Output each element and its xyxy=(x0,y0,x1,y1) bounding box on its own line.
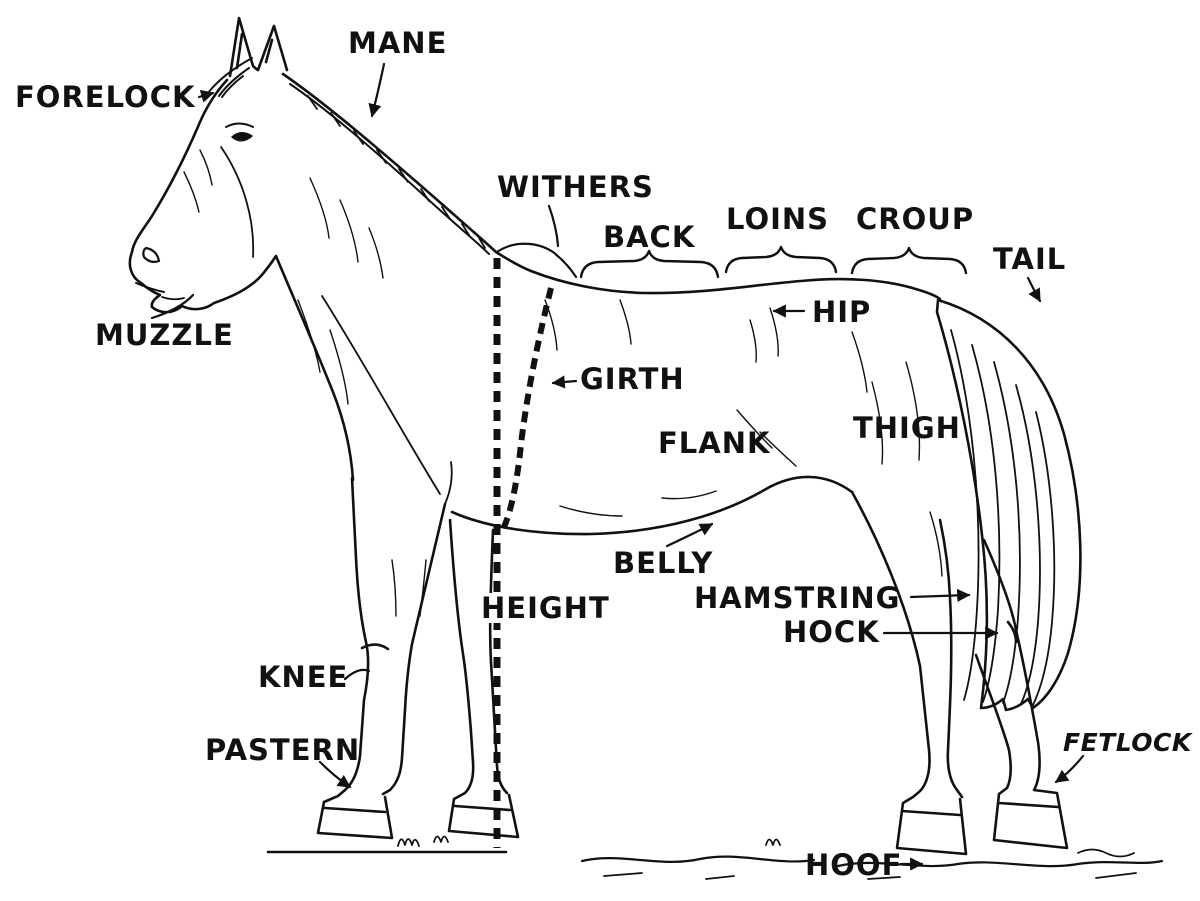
label-hamstring: HAMSTRING xyxy=(694,581,901,615)
grass-tufts xyxy=(397,835,781,847)
loins-brace xyxy=(724,245,838,274)
withers-pointer xyxy=(547,204,560,248)
cheek-line xyxy=(220,146,255,258)
pastern-arrow xyxy=(318,760,352,789)
label-withers: WITHERS xyxy=(497,170,654,204)
label-loins: LOINS xyxy=(726,202,830,236)
label-thigh: THIGH xyxy=(853,411,961,445)
shoulder-line xyxy=(321,295,441,495)
ground-dashes xyxy=(603,872,1137,880)
brow-line xyxy=(225,122,254,128)
mane-braid-strokes xyxy=(307,95,486,249)
shading-strokes xyxy=(183,149,943,617)
ground-squiggle-2 xyxy=(836,859,1164,868)
label-hock: HOCK xyxy=(783,615,880,649)
forelock-tuft xyxy=(207,57,253,98)
label-pastern: PASTERN xyxy=(205,733,361,767)
tail-strands xyxy=(950,329,1056,706)
chin-crease xyxy=(161,296,185,301)
knee-pointer xyxy=(343,668,371,681)
girth-dashed-line xyxy=(501,287,554,529)
label-hip: HIP xyxy=(812,295,872,329)
label-height: HEIGHT xyxy=(478,593,613,623)
head-neck-outline xyxy=(128,78,355,482)
nostril xyxy=(142,246,161,263)
label-muzzle: MUZZLE xyxy=(95,318,234,352)
label-croup: CROUP xyxy=(856,202,975,236)
measure-lines xyxy=(493,258,554,848)
mane-arrow xyxy=(368,62,386,118)
girth-arrow xyxy=(551,375,578,389)
ground-squiggle-3 xyxy=(1077,848,1135,858)
pointers xyxy=(150,62,1085,871)
ground xyxy=(266,835,1164,880)
label-mane: MANE xyxy=(348,26,448,60)
legs xyxy=(316,476,1069,856)
front-far-leg xyxy=(447,518,520,839)
crest-line xyxy=(281,72,498,254)
withers-ridge xyxy=(495,242,578,279)
label-belly: BELLY xyxy=(613,546,714,580)
label-tail: TAIL xyxy=(993,242,1067,276)
horse-body xyxy=(128,16,943,617)
braces xyxy=(579,245,968,279)
label-forelock: FORELOCK xyxy=(15,80,196,114)
belly-line xyxy=(450,475,854,536)
muzzle-pointer xyxy=(150,293,195,320)
back-line xyxy=(494,250,942,301)
label-knee: KNEE xyxy=(258,660,349,694)
ground-squiggle-1 xyxy=(580,855,816,863)
belly-arrow xyxy=(665,522,714,548)
eye xyxy=(231,132,253,142)
ears xyxy=(228,16,289,78)
label-flank: FLANK xyxy=(658,426,771,460)
hamstring-arrow xyxy=(909,588,971,603)
forelock-arrow xyxy=(197,89,215,103)
label-back: BACK xyxy=(603,220,696,254)
mouth-line xyxy=(135,282,165,293)
hind-rear-leg xyxy=(974,538,1069,850)
mane-lower-line xyxy=(289,83,490,255)
hind-near-leg xyxy=(850,490,968,856)
front-near-leg xyxy=(316,476,447,840)
croup-brace xyxy=(850,246,968,275)
tail-arrow xyxy=(1026,276,1042,303)
fetlock-arrow xyxy=(1054,754,1085,784)
tail-outline xyxy=(935,298,1082,712)
tail xyxy=(935,298,1082,712)
label-hoof: HOOF xyxy=(805,848,903,882)
elbow-line xyxy=(444,461,453,505)
label-girth: GIRTH xyxy=(580,362,685,396)
back-brace xyxy=(579,249,720,279)
label-fetlock: FETLOCK xyxy=(1063,728,1192,757)
